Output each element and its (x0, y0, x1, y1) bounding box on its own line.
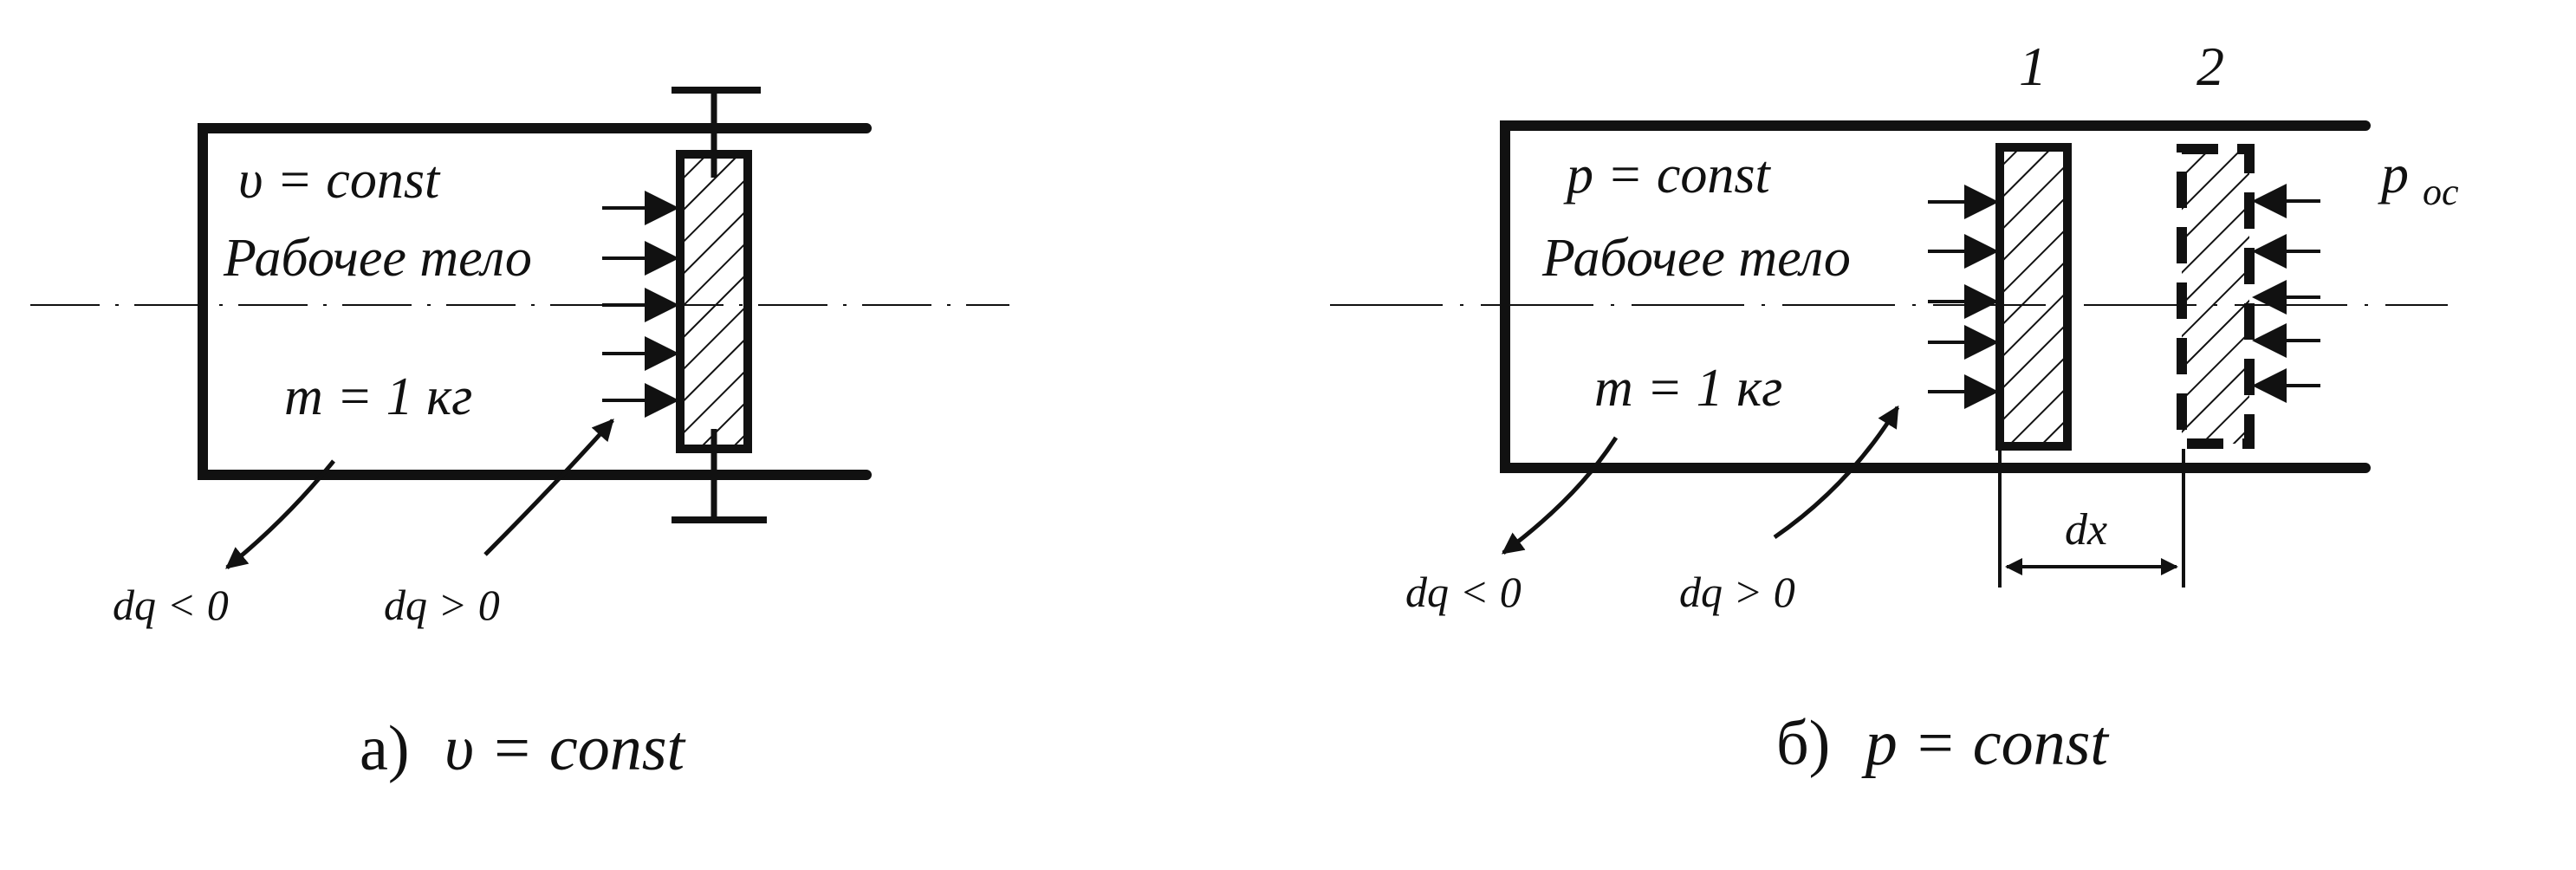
caption-formula: υ = const (444, 713, 687, 784)
pressure-arrows (602, 191, 679, 418)
fixed-piston (672, 87, 767, 523)
displacement-label: dx (2065, 505, 2107, 555)
heat-out-arrow (1501, 436, 1619, 555)
heat-out-label: dq < 0 (113, 581, 229, 629)
caption-prefix: б) (1776, 708, 1830, 779)
ambient-pressure-sub: ос (2423, 171, 2459, 213)
heat-in-arrow (1773, 405, 1900, 540)
pressure-arrows-ambient (2252, 184, 2320, 403)
ambient-pressure-base: p (2378, 143, 2409, 205)
heat-out-label: dq < 0 (1405, 568, 1522, 616)
piston-1-label: 1 (2019, 36, 2047, 97)
cylinder-walls (1500, 120, 2371, 473)
mass-label: m = 1 кг (284, 367, 472, 426)
heat-in-arrow (483, 419, 614, 556)
piston-position-1 (1995, 143, 2072, 451)
cylinder-walls (198, 123, 872, 480)
mass-label: m = 1 кг (1594, 359, 1782, 418)
caption: б) p = const (1776, 708, 2110, 779)
pressure-arrows-internal (1928, 185, 1999, 409)
piston-2-label: 2 (2196, 36, 2224, 97)
displacement-dimension (1998, 449, 2185, 588)
ambient-pressure-label: p ос (2378, 143, 2459, 213)
caption-prefix: а) (360, 713, 410, 784)
piston-position-2 (2177, 144, 2255, 449)
caption: а) υ = const (360, 713, 687, 784)
state-label: p = const (1563, 146, 1771, 205)
caption-formula: p = const (1861, 708, 2111, 779)
diagram-constant-volume: υ = const Рабочее тело m = 1 кг dq < 0 d… (30, 87, 1009, 784)
diagram-constant-pressure: 1 2 p ос p = const Рабочее тело m = 1 кг… (1330, 36, 2459, 779)
heat-in-label: dq > 0 (384, 581, 500, 629)
state-label: υ = const (238, 151, 441, 210)
body-label: Рабочее тело (223, 229, 532, 288)
heat-in-label: dq > 0 (1679, 568, 1795, 616)
body-label: Рабочее тело (1541, 229, 1851, 288)
heat-out-arrow (225, 459, 335, 569)
